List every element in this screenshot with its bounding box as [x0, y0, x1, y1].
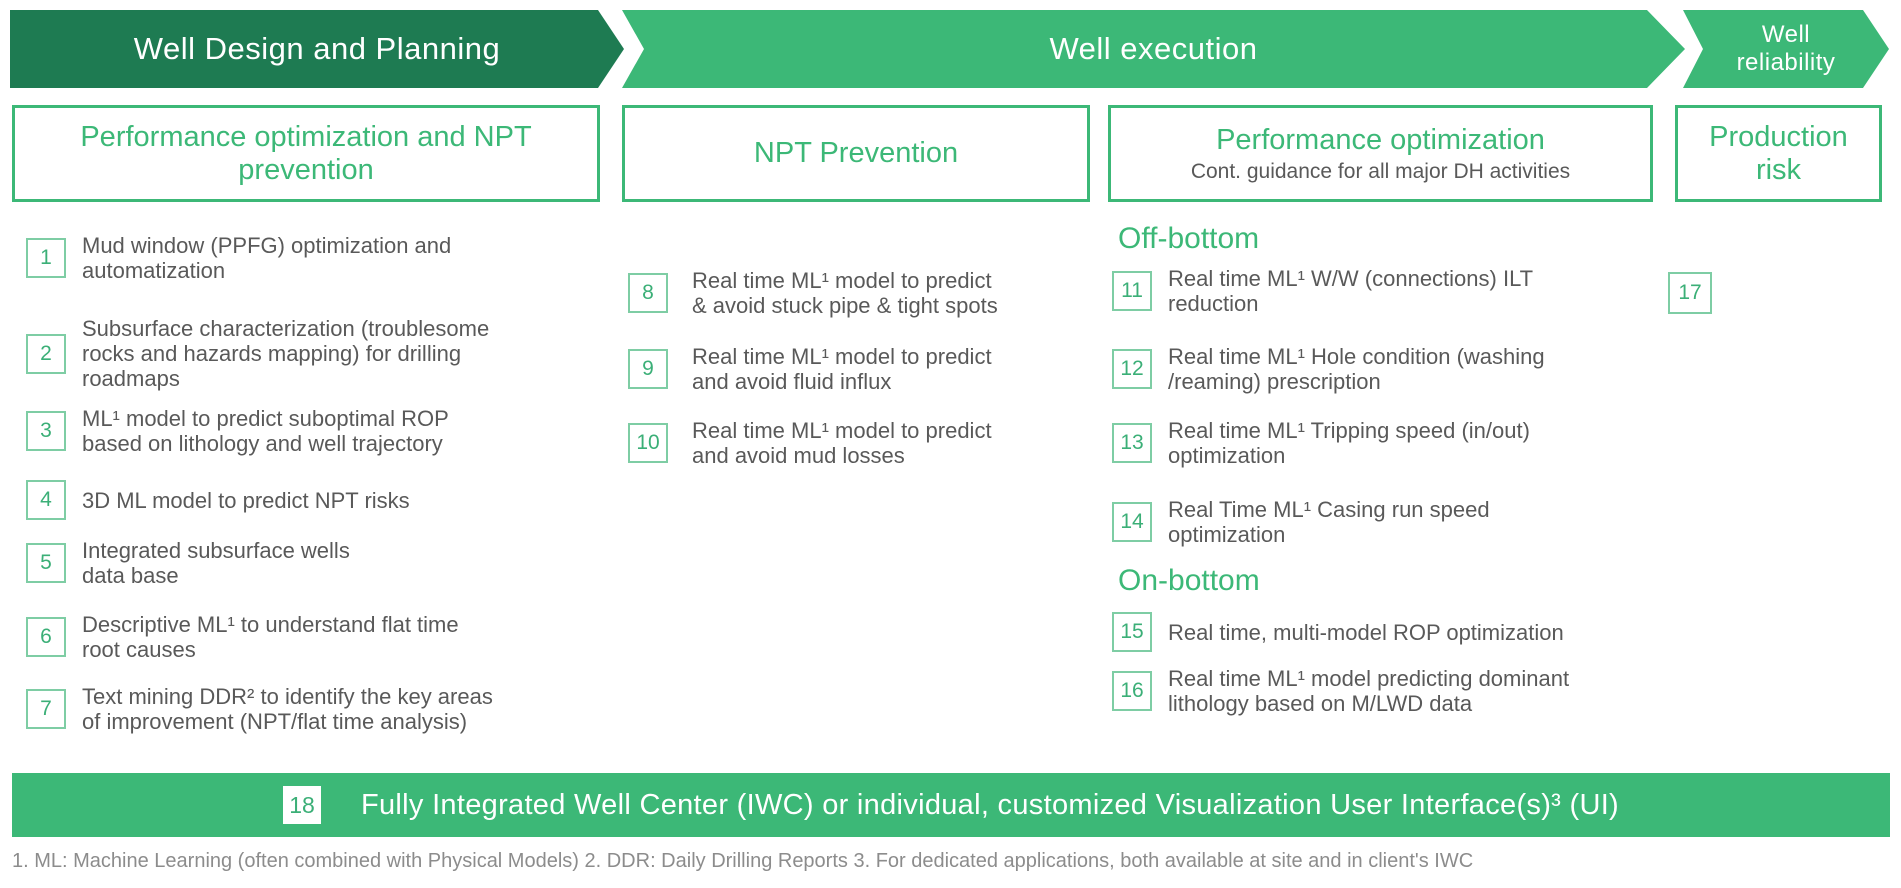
item-text: Real time ML¹ model to predict & avoid s…: [692, 268, 998, 318]
list-item: 12 Real time ML¹ Hole condition (washing…: [1112, 344, 1632, 394]
header-title: Production risk: [1709, 120, 1848, 186]
list-item: 5 Integrated subsurface wells data base: [26, 538, 586, 588]
item-number: 16: [1112, 671, 1152, 711]
list-item: 2 Subsurface characterization (troubleso…: [26, 316, 586, 391]
list-item: 6 Descriptive ML¹ to understand flat tim…: [26, 612, 586, 662]
item-text: Real time, multi-model ROP optimization: [1168, 619, 1564, 645]
list-item: 4 3D ML model to predict NPT risks: [26, 480, 586, 520]
phase-label: Well execution: [1049, 31, 1258, 66]
header-title: NPT Prevention: [753, 137, 959, 169]
item-number: 4: [26, 480, 66, 520]
item-number: 12: [1112, 349, 1152, 389]
item-text: Mud window (PPFG) optimization and autom…: [82, 233, 452, 283]
item-text: Text mining DDR² to identify the key are…: [82, 684, 493, 734]
bottom-bar-text: Fully Integrated Well Center (IWC) or in…: [360, 788, 1620, 821]
item-text: Real time ML¹ Hole condition (washing /r…: [1168, 344, 1545, 394]
list-item: 16 Real time ML¹ model predicting domina…: [1112, 666, 1632, 716]
item-text: Real time ML¹ model predicting dominant …: [1168, 666, 1570, 716]
item-text: Descriptive ML¹ to understand flat time …: [82, 612, 459, 662]
item-number: 1: [26, 238, 66, 278]
phase-label: Well Design and Planning: [133, 31, 501, 66]
list-item: 11 Real time ML¹ W/W (connections) ILT r…: [1112, 266, 1632, 316]
item-number: 8: [628, 273, 668, 313]
list-item: 10 Real time ML¹ model to predict and av…: [628, 418, 1068, 468]
item-text: 3D ML model to predict NPT risks: [82, 487, 410, 513]
item-number: 7: [26, 689, 66, 729]
item-number: 14: [1112, 502, 1152, 542]
item-number: 15: [1112, 612, 1152, 652]
off-bottom-heading: Off-bottom: [1118, 222, 1260, 255]
item-number: 6: [26, 617, 66, 657]
item-number: 3: [26, 411, 66, 451]
item-text: Integrated subsurface wells data base: [82, 538, 350, 588]
header-title: Performance optimization: [1216, 123, 1545, 156]
header-box-production-risk: Production risk: [1675, 105, 1882, 202]
list-item: 15 Real time, multi-model ROP optimizati…: [1112, 612, 1632, 652]
list-item: 8 Real time ML¹ model to predict & avoid…: [628, 268, 1068, 318]
on-bottom-heading: On-bottom: [1118, 564, 1260, 597]
footnote: 1. ML: Machine Learning (often combined …: [12, 850, 1474, 872]
item-text: Real Time ML¹ Casing run speed optimizat…: [1168, 497, 1490, 547]
item-number: 2: [26, 333, 66, 374]
list-item: 1 Mud window (PPFG) optimization and aut…: [26, 233, 586, 283]
item-number: 9: [628, 349, 668, 389]
header-subtitle: Cont. guidance for all major DH activiti…: [1190, 159, 1571, 183]
item-text: ML¹ model to predict suboptimal ROP base…: [82, 406, 449, 456]
item-number-18: 18: [282, 786, 321, 824]
list-item: 14 Real Time ML¹ Casing run speed optimi…: [1112, 497, 1632, 547]
item-text: Subsurface characterization (troublesome…: [82, 316, 490, 391]
item-number: 13: [1112, 423, 1152, 463]
phase-arrow-well-execution: Well execution: [622, 10, 1685, 88]
list-item: 3 ML¹ model to predict suboptimal ROP ba…: [26, 406, 586, 456]
item-text: Real time ML¹ model to predict and avoid…: [692, 344, 992, 394]
item-text: Real time ML¹ model to predict and avoid…: [692, 418, 992, 468]
item-text: Real time ML¹ W/W (connections) ILT redu…: [1168, 266, 1534, 316]
list-item: 9 Real time ML¹ model to predict and avo…: [628, 344, 1068, 394]
phase-arrow-well-design: Well Design and Planning: [10, 10, 624, 88]
header-box-performance-npt: Performance optimization and NPT prevent…: [12, 105, 600, 202]
phase-label: Well reliability: [1736, 21, 1836, 76]
item-text: Real time ML¹ Tripping speed (in/out) op…: [1168, 418, 1530, 468]
list-item: 13 Real time ML¹ Tripping speed (in/out)…: [1112, 418, 1632, 468]
list-item: 7 Text mining DDR² to identify the key a…: [26, 684, 586, 734]
item-number: 5: [26, 543, 66, 583]
item-number: 11: [1112, 271, 1152, 311]
header-title: Performance optimization and NPT prevent…: [80, 120, 532, 186]
bottom-bar-iwc: 18 Fully Integrated Well Center (IWC) or…: [12, 773, 1890, 837]
header-box-npt-prevention: NPT Prevention: [622, 105, 1090, 202]
item-number-17: 17: [1668, 272, 1712, 314]
phase-arrow-well-reliability: Well reliability: [1683, 10, 1889, 88]
item-number: 10: [628, 423, 668, 463]
header-box-performance-optimization: Performance optimization Cont. guidance …: [1108, 105, 1653, 202]
